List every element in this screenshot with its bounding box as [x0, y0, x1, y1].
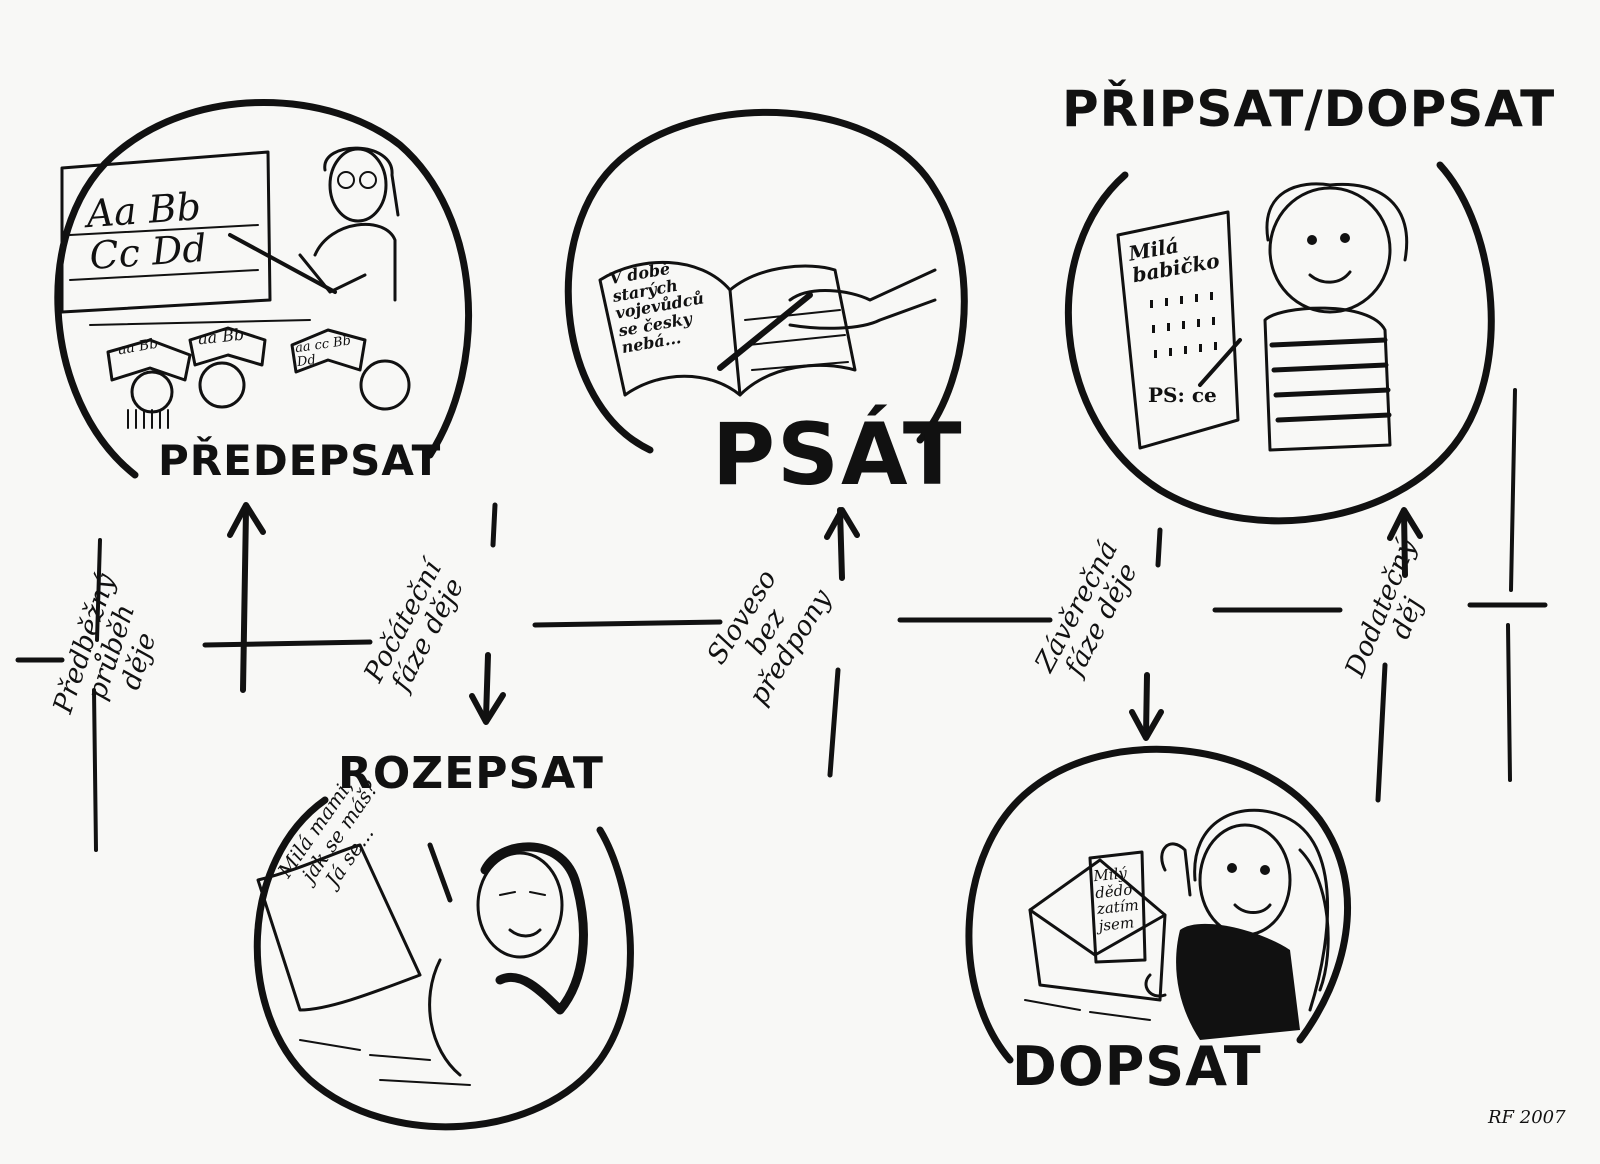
arrow-down-rozepsat — [469, 502, 506, 725]
circle-dopsat — [965, 745, 1352, 1064]
verb-pripsat-dopsat: PŘIPSAT/DOPSAT — [1062, 80, 1556, 138]
circle-pripsat — [1064, 161, 1495, 525]
board-text: Aa Bb Cc Dd — [85, 184, 209, 278]
verb-dopsat: DOPSAT — [1012, 1035, 1262, 1098]
verb-rozepsat: ROZEPSAT — [338, 748, 604, 799]
verb-psat: PSÁT — [712, 405, 964, 505]
circle-psat — [564, 108, 968, 454]
circle-rozepsat — [253, 796, 634, 1131]
board-row-2: Cc Dd — [88, 225, 209, 278]
timeline — [15, 602, 1548, 663]
arrow-up-predepsat — [227, 502, 266, 693]
boundary-right — [1506, 388, 1517, 782]
arrow-up-psat — [824, 507, 860, 778]
boundary-left — [92, 538, 102, 852]
verb-predepsat: PŘEDEPSAT — [158, 436, 442, 485]
arrow-down-dopsat — [1129, 527, 1164, 741]
circle-predepsat — [54, 99, 472, 479]
letter-dopsat-text: Milý dědo zatím jsem — [1093, 864, 1142, 935]
diary-text: V době starých vojevůdců se česky nebá..… — [608, 255, 711, 358]
arrow-up-pripsat — [1375, 507, 1423, 803]
signature: RF 2007 — [1488, 1107, 1566, 1128]
letter-pripsat-ps: PS: ce — [1148, 383, 1217, 407]
